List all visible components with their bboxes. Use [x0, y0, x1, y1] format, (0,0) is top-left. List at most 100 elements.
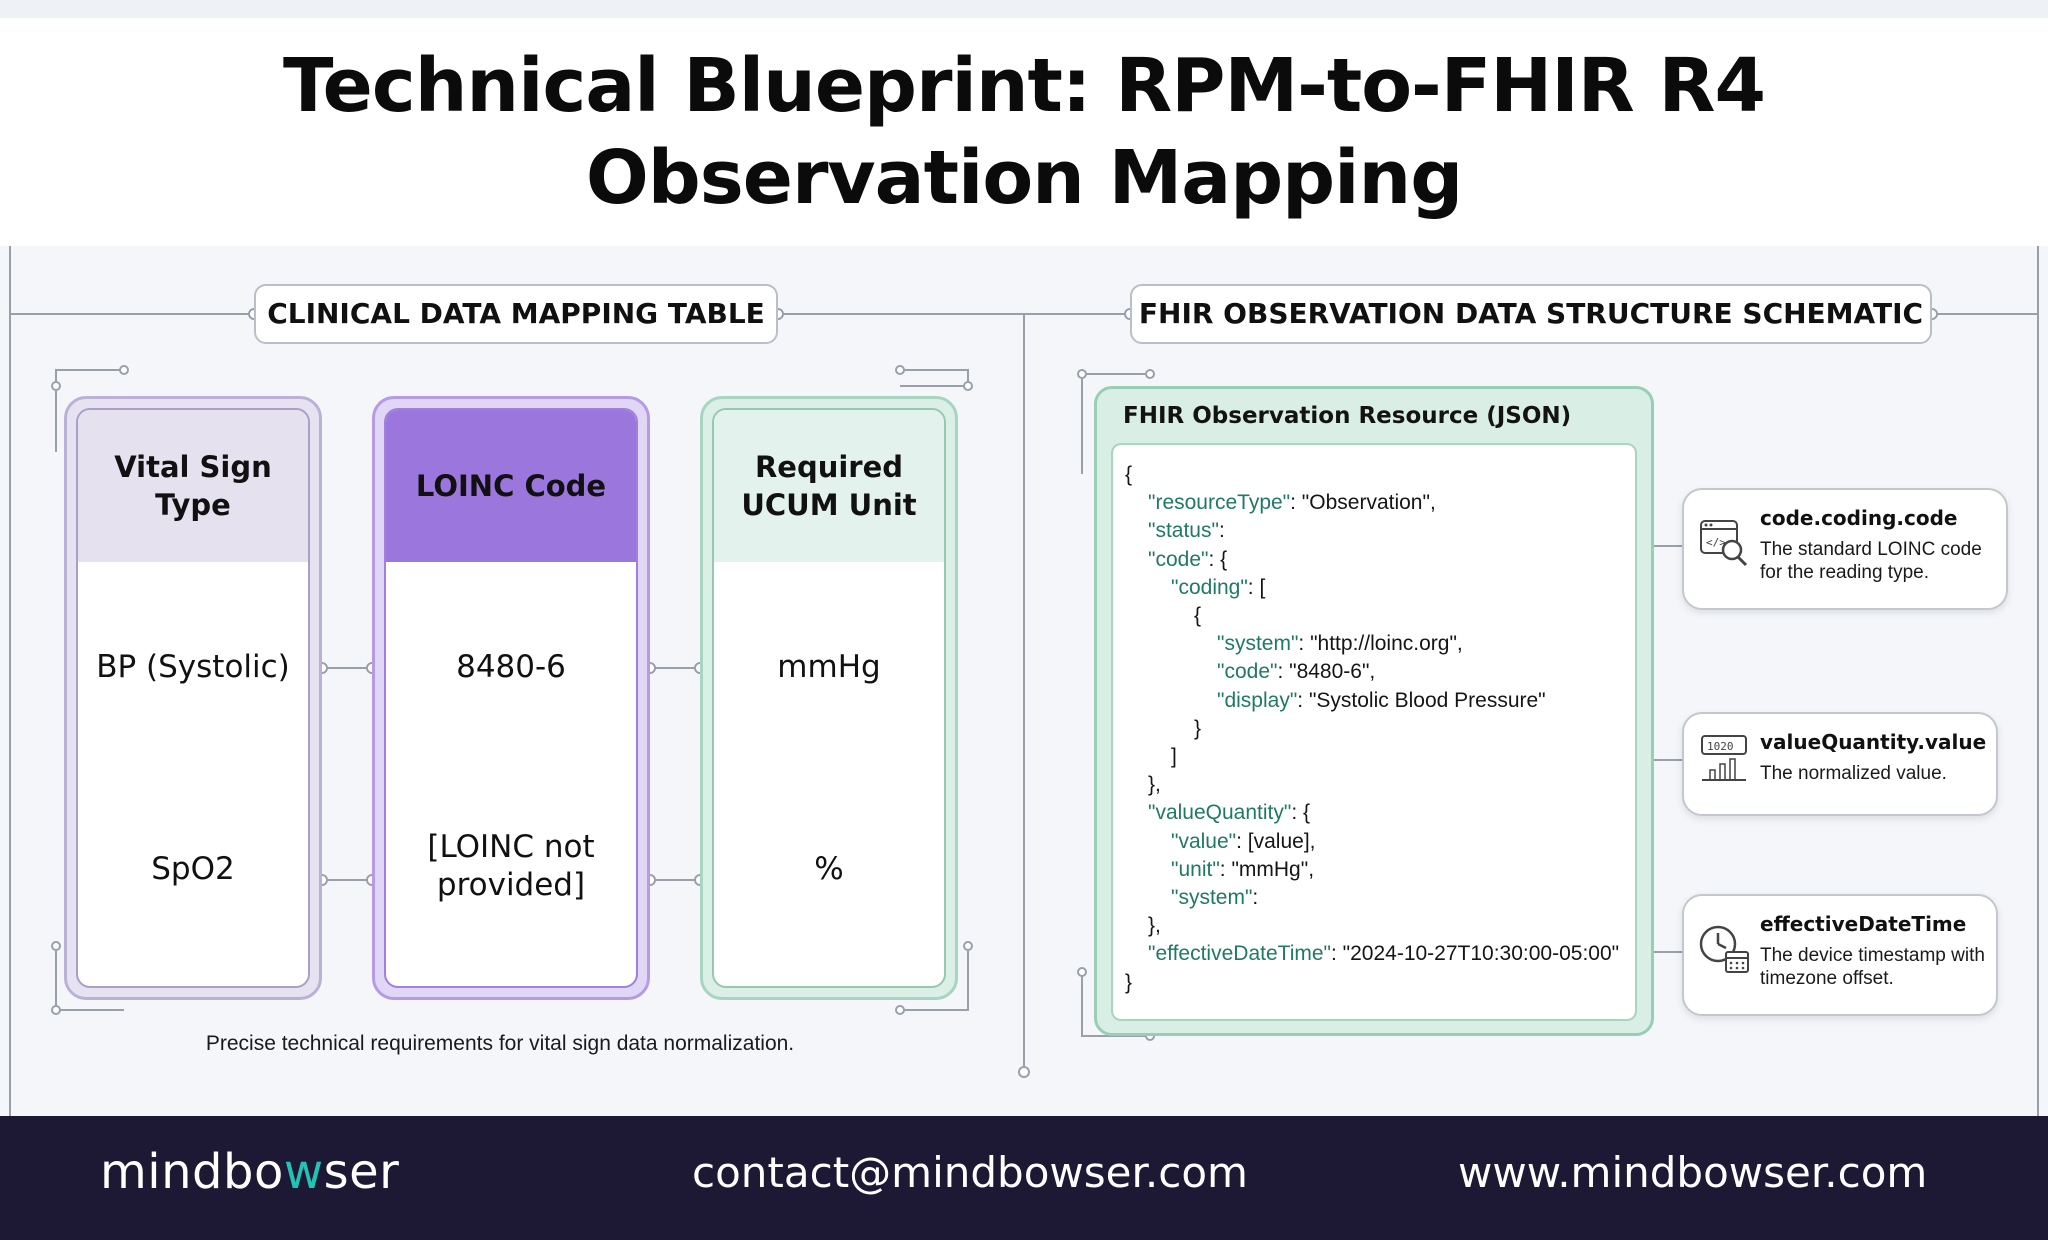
top-strip — [0, 0, 2048, 18]
callout-code-title: code.coding.code — [1760, 506, 1958, 530]
loinc-code-column-inner: LOINC Code 8480-6 [LOINC not provided] — [384, 408, 638, 988]
ucum-unit-header: Required UCUM Unit — [714, 410, 944, 562]
json-key: "system" — [1171, 886, 1253, 909]
loinc-code-row2-line1: [LOINC not — [427, 829, 595, 865]
json-key: "display" — [1217, 688, 1298, 712]
json-key: "coding" — [1171, 575, 1248, 599]
json-line: "effectiveDateTime": "2024-10-27T10:30:0… — [1148, 940, 1619, 968]
json-key: "code" — [1217, 660, 1278, 684]
json-line: "system": — [1171, 884, 1258, 912]
json-value: : — [1252, 886, 1259, 909]
json-key: "unit" — [1171, 857, 1220, 881]
vital-sign-header-line1: Vital Sign — [114, 450, 272, 484]
json-line: "code": { — [1148, 546, 1227, 574]
vital-sign-row1: BP (Systolic) — [96, 649, 290, 685]
json-value: : { — [1208, 547, 1228, 571]
json-code-block: {"resourceType": "Observation","status":… — [1111, 443, 1637, 1021]
json-line: "system": "http://loinc.org", — [1217, 630, 1463, 658]
clock-calendar-icon — [1699, 925, 1749, 973]
page-header: Technical Blueprint: RPM-to-FHIR R4 Obse… — [0, 18, 2048, 246]
value-chart-icon: 1020 — [1701, 735, 1747, 781]
ucum-unit-header-line2: UCUM Unit — [741, 488, 917, 522]
loinc-code-row1: 8480-6 — [456, 649, 566, 685]
json-value: : "http://loinc.org", — [1298, 632, 1463, 656]
json-line: ] — [1171, 743, 1177, 771]
callout-value-title: valueQuantity.value — [1760, 730, 1987, 754]
json-value: : "2024-10-27T10:30:00-05:00" — [1330, 942, 1620, 966]
json-value: : "8480-6", — [1277, 660, 1376, 684]
schematic-label: FHIR OBSERVATION DATA STRUCTURE SCHEMATI… — [1130, 284, 1932, 344]
callout-effective-datetime: effectiveDateTime The device timestamp w… — [1682, 894, 1998, 1016]
json-line: }, — [1148, 912, 1161, 940]
json-value: } — [1125, 970, 1133, 994]
table-caption: Precise technical requirements for vital… — [205, 1032, 795, 1055]
ucum-unit-column: Required UCUM Unit mmHg % — [700, 396, 958, 1000]
json-line: } — [1125, 969, 1132, 997]
json-value: ] — [1171, 745, 1177, 768]
svg-text:</>: </> — [1706, 536, 1726, 549]
json-key: "value" — [1171, 829, 1237, 853]
vital-sign-column-inner: Vital Sign Type BP (Systolic) SpO2 — [76, 408, 310, 988]
json-value: { — [1125, 463, 1133, 486]
loinc-code-row2-line2: provided] — [436, 867, 586, 903]
loinc-code-column: LOINC Code 8480-6 [LOINC not provided] — [372, 396, 650, 1000]
json-value: : "Systolic Blood Pressure" — [1297, 688, 1546, 712]
json-line: { — [1125, 461, 1132, 489]
json-line: { — [1194, 602, 1201, 630]
json-line: "value": [value], — [1171, 828, 1316, 856]
json-line: } — [1194, 715, 1201, 743]
json-value: : "Observation", — [1290, 491, 1436, 515]
brand-part1: mindbo — [100, 1144, 284, 1200]
json-value: }, — [1148, 773, 1161, 797]
json-line: "status": — [1148, 517, 1225, 545]
vital-sign-row2: SpO2 — [151, 851, 235, 887]
title-line-2: Observation Mapping — [585, 135, 1463, 221]
vital-sign-header: Vital Sign Type — [78, 410, 308, 562]
code-magnifier-icon: </> — [1700, 520, 1748, 567]
json-value: { — [1194, 604, 1202, 627]
svg-text:1020: 1020 — [1707, 740, 1734, 753]
json-key: "valueQuantity" — [1148, 801, 1292, 825]
callout-value-desc: The normalized value. — [1760, 763, 1947, 784]
json-value: }, — [1148, 914, 1161, 938]
json-panel-title: FHIR Observation Resource (JSON) — [1123, 403, 1572, 429]
json-value: : [ — [1247, 575, 1266, 599]
brand-accent: w — [283, 1144, 324, 1200]
vital-sign-header-line2: Type — [155, 488, 231, 522]
json-key: "status" — [1148, 519, 1219, 543]
json-line: "coding": [ — [1171, 574, 1265, 602]
title-line-1: Technical Blueprint: RPM-to-FHIR R4 — [283, 43, 1766, 129]
json-value: } — [1194, 716, 1202, 740]
ucum-unit-row1: mmHg — [777, 649, 881, 685]
ucum-unit-row2: % — [814, 851, 844, 887]
json-key: "effectiveDateTime" — [1148, 942, 1331, 966]
page-title: Technical Blueprint: RPM-to-FHIR R4 Obse… — [0, 40, 2048, 224]
fhir-json-panel: FHIR Observation Resource (JSON) { "resou… — [1094, 386, 1654, 1036]
json-value: : — [1218, 519, 1225, 543]
json-value: : { — [1291, 801, 1311, 825]
diagram-area: CLINICAL DATA MAPPING TABLE FHIR OBSERVA… — [0, 246, 2048, 1116]
callout-date-desc: The device timestamp with timezone offse… — [1760, 945, 1985, 989]
json-value: : [value], — [1236, 829, 1316, 853]
json-line: "unit": "mmHg", — [1171, 856, 1314, 884]
mapping-table-label: CLINICAL DATA MAPPING TABLE — [254, 284, 778, 344]
json-key: "system" — [1217, 632, 1299, 656]
json-line: "code": "8480-6", — [1217, 658, 1375, 686]
loinc-code-row2: [LOINC not provided] — [386, 828, 636, 904]
ucum-unit-column-inner: Required UCUM Unit mmHg % — [712, 408, 946, 988]
website-link[interactable]: www.mindbowser.com — [1458, 1148, 1928, 1197]
callout-code-coding: </> code.coding.code The standard LOINC … — [1682, 488, 2008, 610]
json-line: "resourceType": "Observation", — [1148, 489, 1436, 517]
callout-date-title: effectiveDateTime — [1760, 912, 1967, 936]
page-footer: mindbowser contact@mindbowser.com www.mi… — [0, 1116, 2048, 1240]
json-line: "valueQuantity": { — [1148, 799, 1310, 827]
contact-email-link[interactable]: contact@mindbowser.com — [692, 1148, 1248, 1197]
callout-code-desc: The standard LOINC code for the reading … — [1760, 539, 1982, 583]
vital-sign-column: Vital Sign Type BP (Systolic) SpO2 — [64, 396, 322, 1000]
json-key: "resourceType" — [1148, 491, 1291, 515]
json-value: : "mmHg", — [1219, 857, 1315, 881]
loinc-code-header: LOINC Code — [386, 410, 636, 562]
ucum-unit-header-line1: Required — [754, 450, 904, 484]
json-line: }, — [1148, 771, 1161, 799]
mindbowser-logo[interactable]: mindbowser — [100, 1144, 399, 1200]
